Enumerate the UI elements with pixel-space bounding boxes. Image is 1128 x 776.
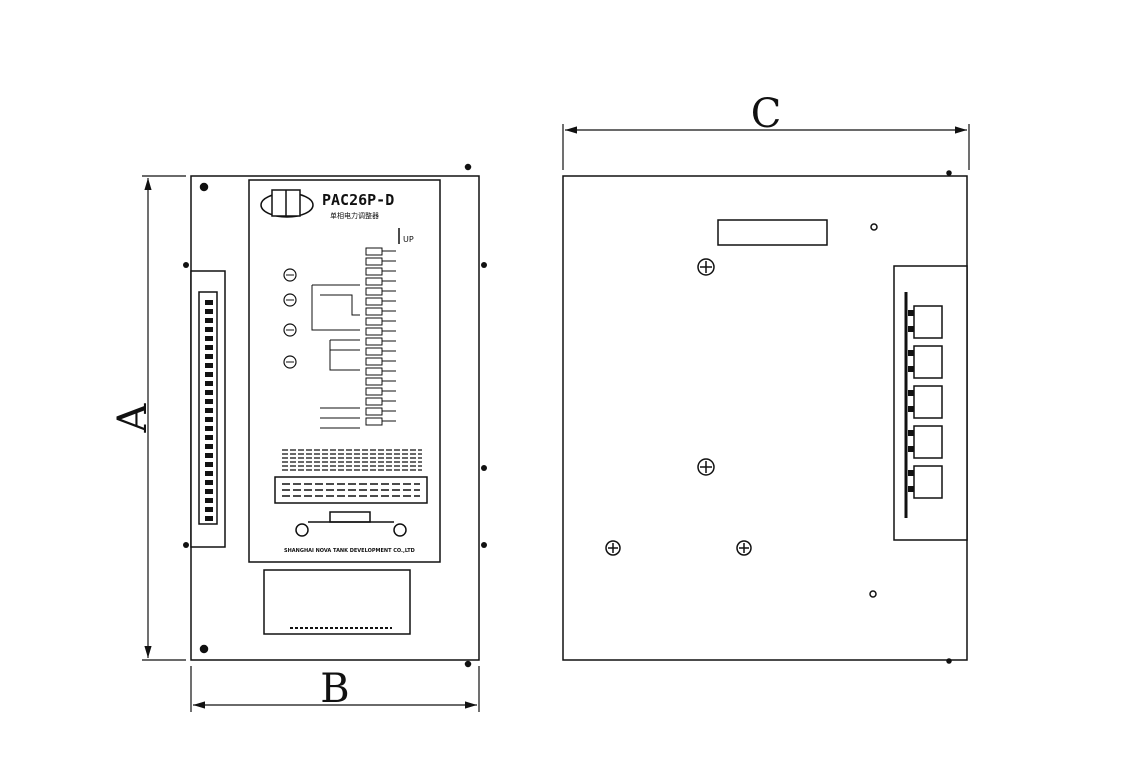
up-indicator-label: UP xyxy=(403,235,414,244)
dimension-a-label: A xyxy=(110,402,156,433)
screw-icon xyxy=(697,258,715,276)
model-label: PAC26P-D xyxy=(322,191,394,209)
lower-window xyxy=(263,569,411,635)
dimension-b-label: B xyxy=(320,666,349,712)
side-window xyxy=(717,219,828,246)
terminal-screw-icon xyxy=(393,523,407,537)
side-studs xyxy=(183,262,487,548)
wiring-schematic xyxy=(282,247,422,497)
terminal-block xyxy=(908,425,943,459)
mount-hole-icon xyxy=(464,163,472,171)
footer-label: SHANGHAI NOVA TANK DEVELOPMENT CO.,LTD xyxy=(284,548,415,554)
small-hole-icon xyxy=(869,590,877,598)
label-plate xyxy=(248,179,441,563)
mount-hole-icon xyxy=(464,660,472,668)
transformer-logo-icon xyxy=(260,189,314,218)
small-hole-icon xyxy=(870,223,878,231)
front-view: PAC26P-D 单相电力调整器 UP SHANGHAI NOVA TANK D… xyxy=(183,163,487,668)
terminal-block xyxy=(908,465,943,499)
terminal-block xyxy=(908,305,943,339)
screw-icon xyxy=(605,540,621,556)
terminal-blocks xyxy=(908,305,943,499)
screw-icon xyxy=(736,540,752,556)
side-view xyxy=(562,170,968,664)
screw-icon xyxy=(697,458,715,476)
terminal-block xyxy=(908,345,943,379)
terminal-screw-icon xyxy=(295,523,309,537)
dimension-lines xyxy=(142,124,970,712)
corner-dot-icon xyxy=(946,658,952,664)
spec-table xyxy=(274,476,428,504)
corner-dot-icon xyxy=(946,170,952,176)
diode-icon xyxy=(329,511,371,523)
terminal-teeth xyxy=(205,300,213,521)
mount-hole-icon xyxy=(199,182,209,192)
subtitle-label: 单相电力调整器 xyxy=(330,211,379,220)
mount-hole-icon xyxy=(199,644,209,654)
dimension-c-label: C xyxy=(751,91,782,137)
terminal-block xyxy=(908,385,943,419)
